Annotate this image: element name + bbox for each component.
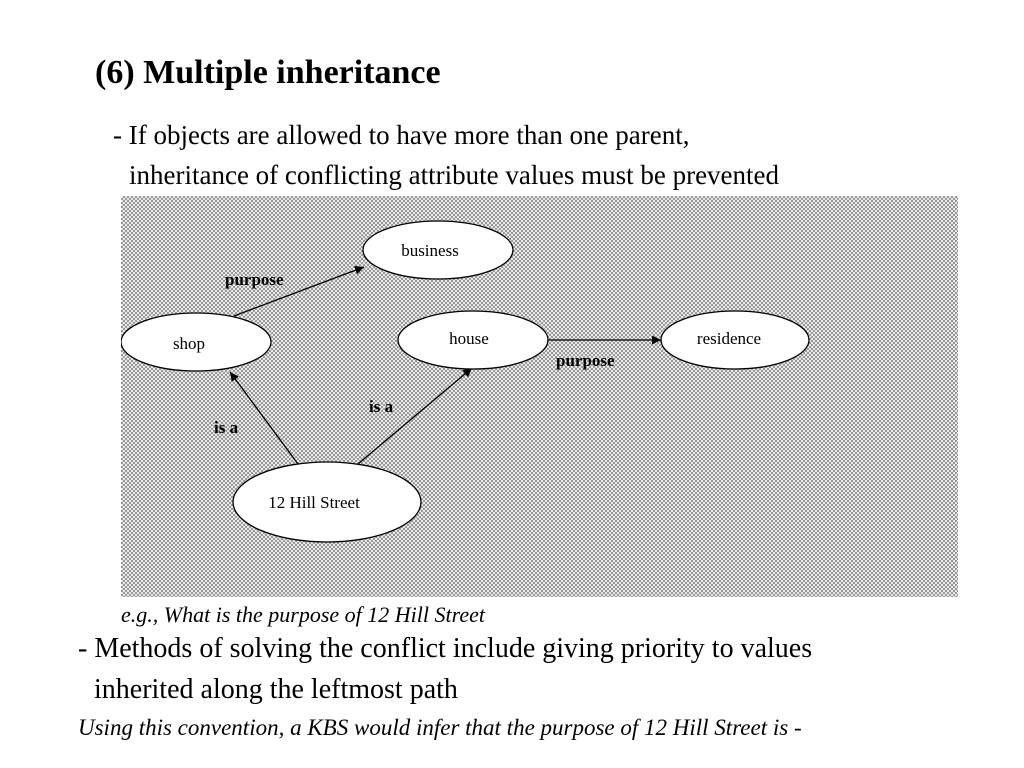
node-business [362, 220, 514, 280]
node-label-residence: residence [697, 329, 761, 348]
bullet-2-line-2: inherited along the leftmost path [94, 674, 458, 705]
edge-label-hill-shop: is a [214, 418, 239, 437]
node-shop [121, 312, 272, 372]
node-label-house: house [449, 329, 489, 348]
node-residence [660, 310, 810, 370]
edge-label-hill-house: is a [369, 397, 394, 416]
node-label-business: business [401, 241, 459, 260]
edge-hill-house [357, 367, 473, 465]
node-label-12-hill-street: 12 Hill Street [268, 493, 360, 512]
edge-label-house-residence: purpose [556, 351, 615, 370]
bullet-2-line-1: - Methods of solving the conflict includ… [78, 633, 813, 664]
diagram-background [121, 196, 958, 597]
edge-shop-business [233, 265, 365, 317]
node-label-shop: shop [173, 334, 205, 353]
example-question-caption: e.g., What is the purpose of 12 Hill Str… [121, 602, 485, 627]
conclusion-text: Using this convention, a KBS would infer… [78, 715, 802, 740]
bullet-1-line-1: - If objects are allowed to have more th… [113, 120, 690, 150]
node-house [397, 310, 549, 370]
slide-title: (6) Multiple inheritance [95, 54, 441, 91]
node-12-hill-street [232, 461, 422, 543]
edge-hill-shop [229, 371, 299, 465]
edge-label-shop-business: purpose [225, 270, 284, 289]
bullet-1-line-2: inheritance of conflicting attribute val… [129, 160, 780, 190]
inheritance-diagram: purpose purpose is a is a business shop … [121, 196, 958, 597]
